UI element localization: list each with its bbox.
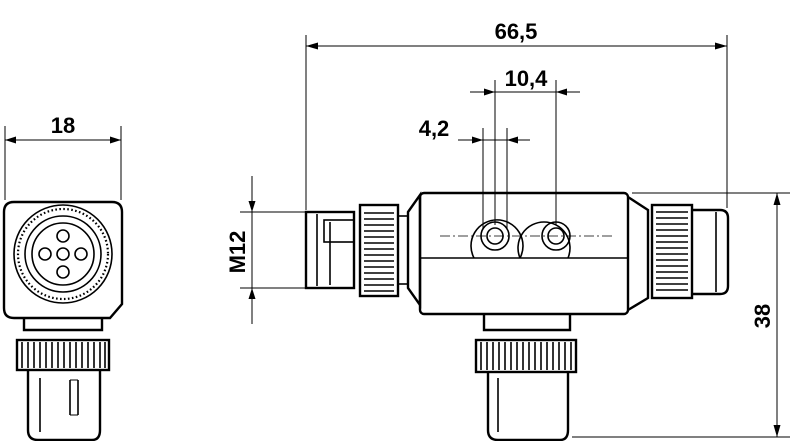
dimension-width-label: 18 [51, 113, 75, 138]
socket-face-knurl [16, 207, 110, 301]
side-view-neck [22, 318, 104, 332]
left-taper [406, 191, 422, 309]
dimension-hole: 4,2 [419, 116, 530, 228]
bottom-knurl-lines [480, 342, 572, 370]
dimension-port-spacing-label: 10,4 [505, 66, 549, 91]
pin-contact [56, 247, 70, 261]
pin-contact [38, 247, 52, 261]
socket-face-insert [31, 222, 95, 286]
socket-face-outer [13, 204, 113, 304]
socket-face-ring [24, 215, 102, 293]
left-knurl-lines [364, 212, 394, 292]
dimension-thread: M12 [225, 176, 306, 324]
bottom-plug [486, 372, 570, 441]
right-knurl-lines [656, 211, 688, 291]
dimension-hole-label: 4,2 [419, 116, 450, 141]
pin-contact [56, 229, 70, 243]
side-view-plug [26, 370, 102, 441]
pin-contact [56, 265, 70, 279]
port-left-hex [486, 227, 504, 245]
bottom-knurled-nut [474, 338, 578, 374]
left-knurled-nut [358, 203, 400, 298]
side-view: 18 [2, 113, 124, 441]
dimension-height: 38 [572, 192, 790, 438]
right-knurled-nut [650, 203, 694, 300]
port-outline-left [470, 219, 524, 259]
dimension-height-label: 38 [750, 304, 775, 328]
right-taper [627, 195, 650, 312]
bottom-neck [482, 314, 572, 332]
dimension-overall-length-label: 66,5 [495, 19, 538, 44]
dimension-width: 18 [4, 113, 122, 200]
pin-contact [74, 247, 88, 261]
side-view-knurled-nut [15, 338, 111, 372]
port-outline-right [517, 221, 571, 259]
side-view-body [2, 200, 124, 320]
port-right-hex [547, 227, 565, 245]
dimension-overall-length: 66,5 [305, 19, 728, 210]
front-view [304, 191, 730, 441]
left-plug [304, 210, 356, 290]
dimension-port-spacing: 10,4 [470, 66, 580, 225]
knurl-lines [21, 342, 106, 368]
left-plug-flat [323, 219, 355, 243]
dimension-thread-label: M12 [225, 231, 250, 274]
main-body [418, 191, 630, 316]
right-plug [692, 208, 730, 296]
